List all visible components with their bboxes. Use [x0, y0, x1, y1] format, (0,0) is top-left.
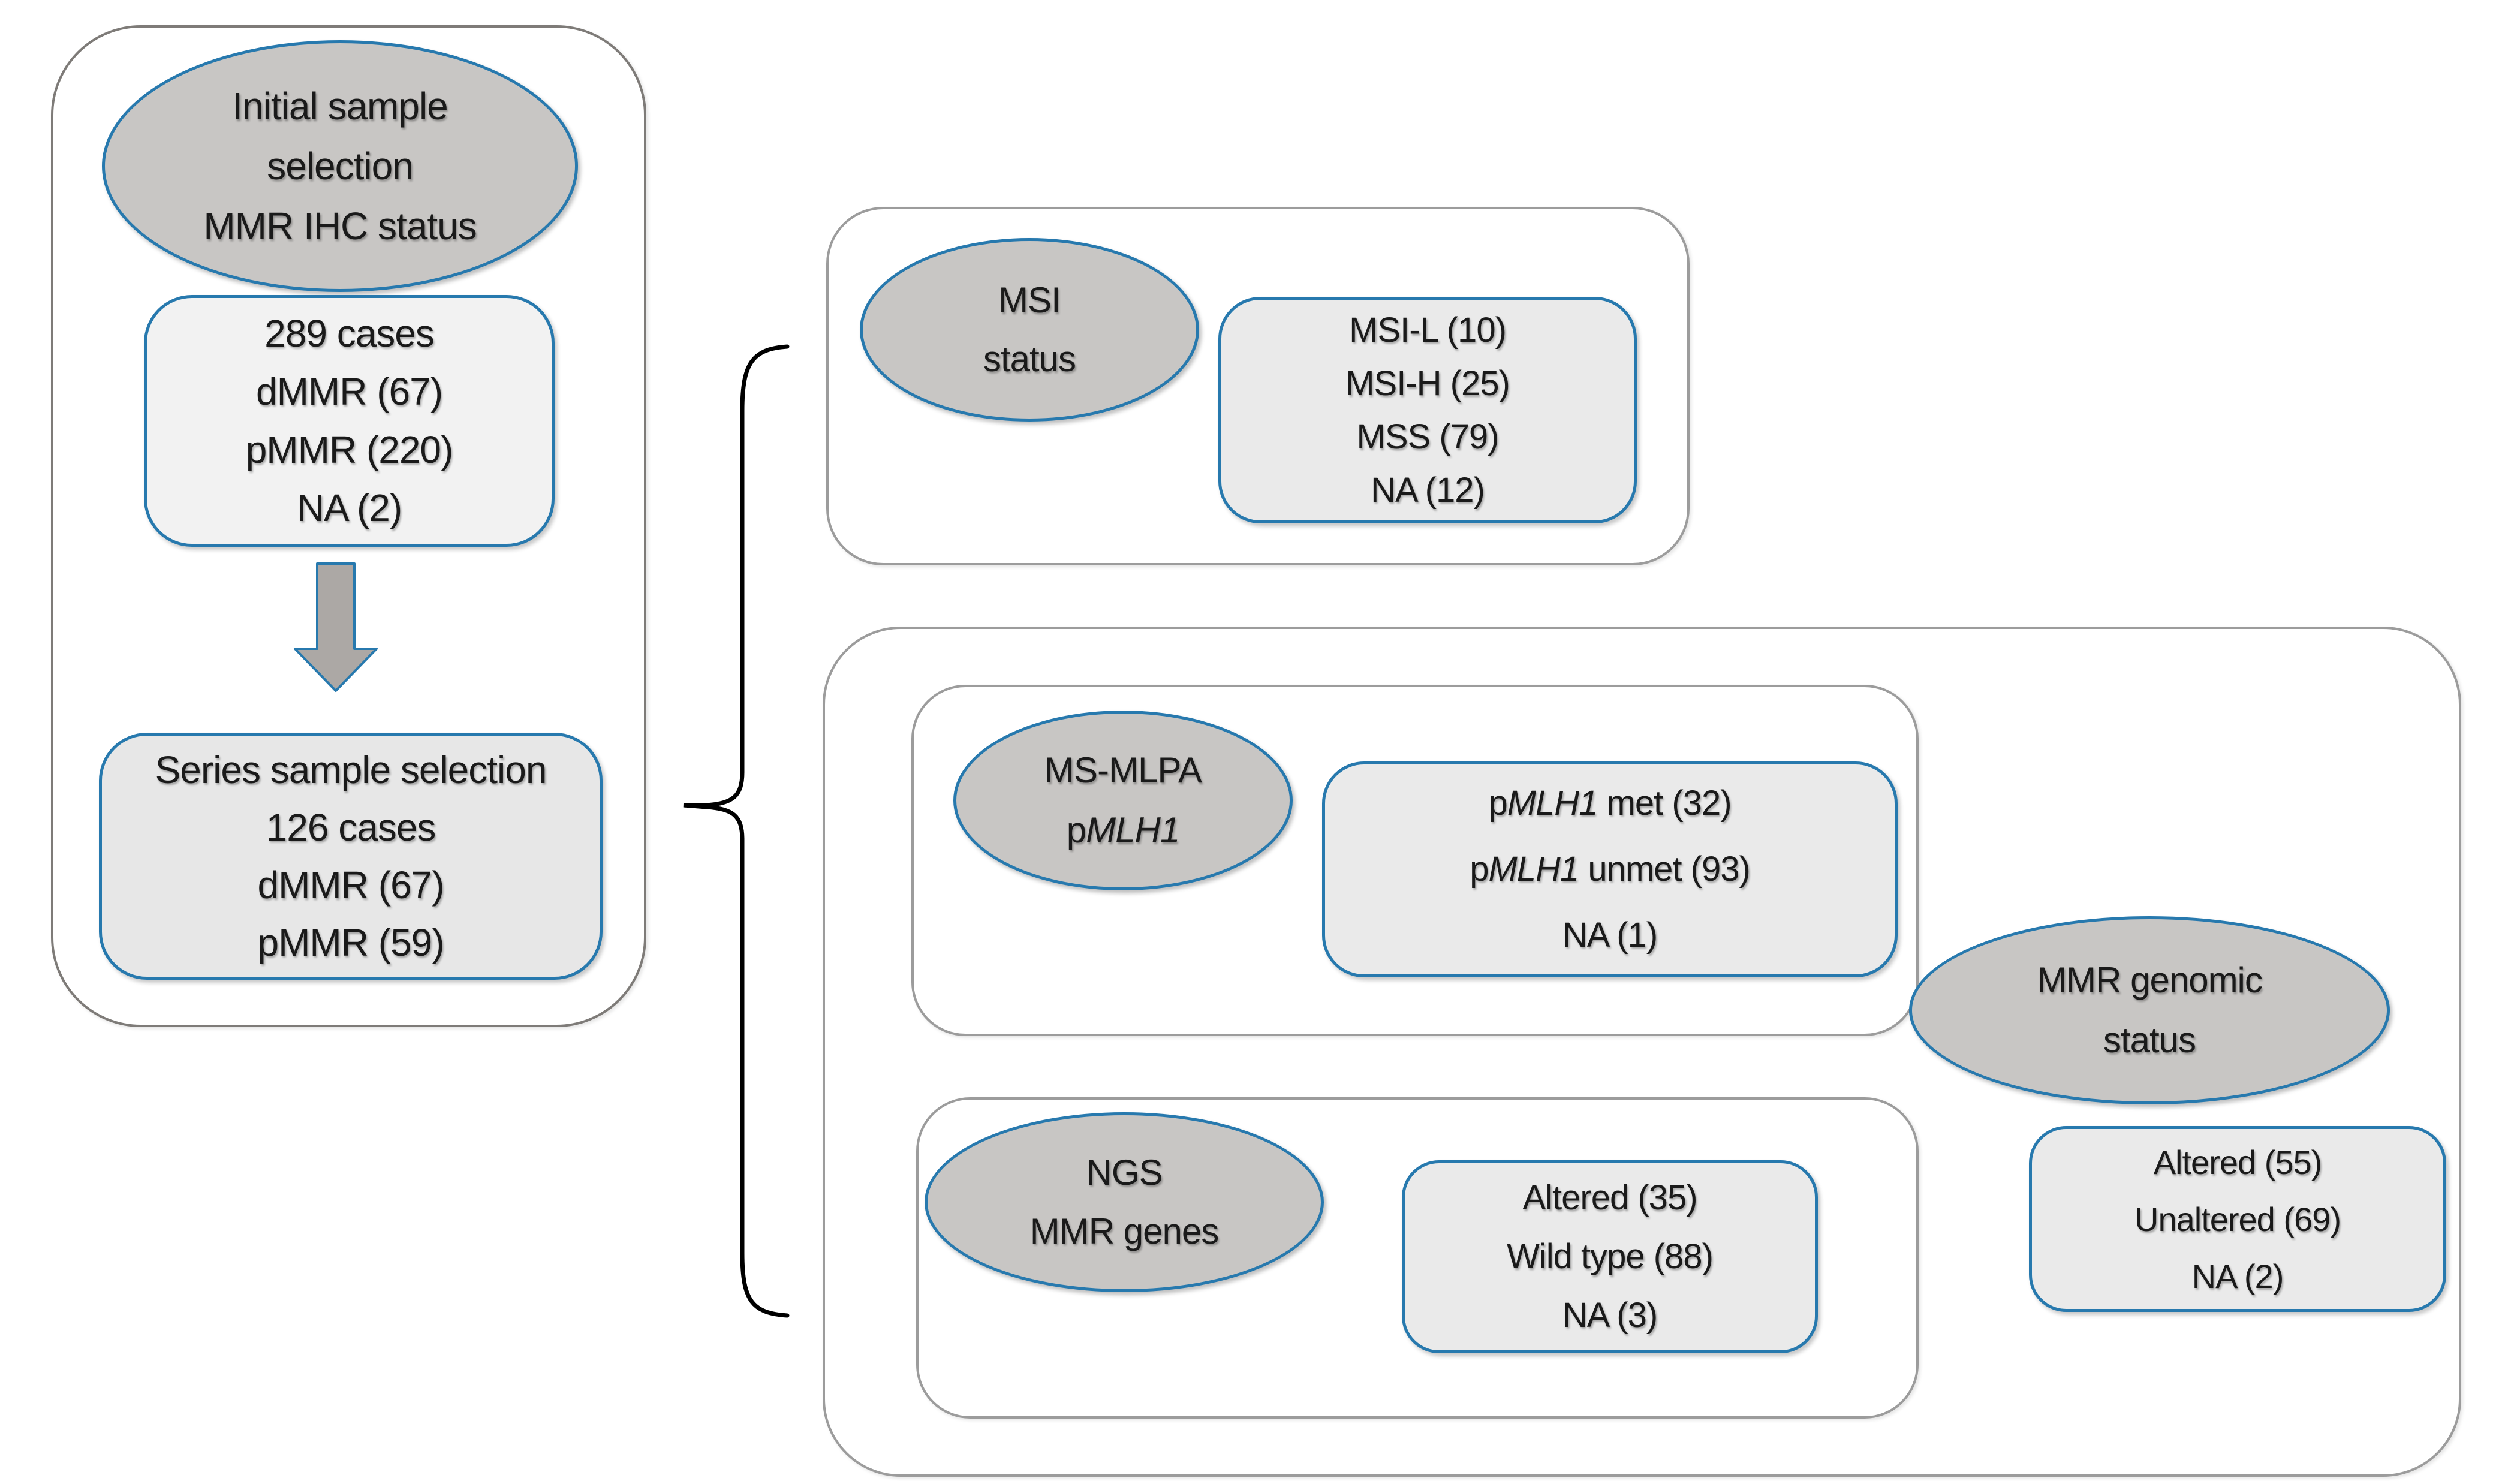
- ellipse-line: MMR IHC status: [203, 204, 477, 248]
- box-line: 289 cases: [264, 312, 435, 355]
- ngs-results-box: Altered (35) Wild type (88) NA (3): [1402, 1160, 1818, 1353]
- box-line: MSI-H (25): [1345, 364, 1510, 403]
- ellipse-line: status: [2103, 1020, 2196, 1060]
- ms-mlpa-results-box: pMLH1 met (32) pMLH1 unmet (93) NA (1): [1322, 761, 1898, 977]
- ellipse-line: selection: [267, 145, 414, 188]
- ngs-ellipse: NGS MMR genes: [925, 1112, 1324, 1292]
- gene-name: MLH1: [1488, 850, 1579, 889]
- ellipse-line: MMR genomic: [2037, 960, 2263, 1000]
- box-line: NA (1): [1562, 916, 1658, 955]
- box-line: Unaltered (69): [2134, 1200, 2341, 1238]
- ellipse-line: status: [983, 339, 1076, 379]
- initial-selection-ellipse: Initial sample selection MMR IHC status: [102, 40, 578, 292]
- box-line: pMMR (59): [257, 921, 444, 964]
- series-selection-box: Series sample selection 126 cases dMMR (…: [99, 733, 603, 980]
- box-line: 126 cases: [266, 806, 436, 849]
- gene-prefix: p: [1470, 850, 1489, 889]
- gene-name: MLH1: [1086, 810, 1180, 850]
- box-line: Series sample selection: [155, 748, 547, 791]
- ellipse-line: NGS: [1086, 1152, 1163, 1193]
- result-suffix: unmet (93): [1579, 850, 1750, 889]
- result-suffix: met (32): [1597, 784, 1732, 823]
- box-line: Altered (55): [2153, 1143, 2323, 1181]
- ellipse-line: pMLH1: [1066, 800, 1180, 860]
- box-line: MSS (79): [1356, 417, 1500, 456]
- msi-status-ellipse: MSI status: [860, 238, 1199, 422]
- genomic-status-ellipse: MMR genomic status: [1909, 916, 2390, 1104]
- box-line: Wild type (88): [1507, 1237, 1714, 1276]
- box-line: NA (2): [2191, 1257, 2284, 1295]
- box-line: pMLH1 unmet (93): [1470, 836, 1751, 902]
- box-line: dMMR (67): [255, 370, 443, 413]
- ellipse-line: MS-MLPA: [1044, 750, 1202, 790]
- box-line: MSI-L (10): [1349, 311, 1507, 350]
- ellipse-line: MSI: [998, 280, 1061, 320]
- box-line: pMLH1 met (32): [1488, 770, 1732, 836]
- box-line: NA (2): [296, 486, 402, 529]
- ms-mlpa-ellipse: MS-MLPA pMLH1: [953, 711, 1293, 890]
- genomic-results-box: Altered (55) Unaltered (69) NA (2): [2029, 1126, 2446, 1312]
- ellipse-line: MMR genes: [1029, 1211, 1219, 1251]
- msi-results-box: MSI-L (10) MSI-H (25) MSS (79) NA (12): [1218, 297, 1637, 523]
- gene-name: MLH1: [1507, 784, 1598, 823]
- box-line: NA (12): [1371, 471, 1485, 510]
- box-line: Altered (35): [1522, 1178, 1697, 1217]
- initial-cases-box: 289 cases dMMR (67) pMMR (220) NA (2): [144, 295, 555, 547]
- box-line: dMMR (67): [257, 863, 444, 907]
- gene-prefix: p: [1488, 784, 1507, 823]
- gene-prefix: p: [1066, 810, 1086, 850]
- box-line: NA (3): [1562, 1296, 1658, 1335]
- ellipse-line: Initial sample: [232, 85, 448, 128]
- box-line: pMMR (220): [245, 428, 454, 471]
